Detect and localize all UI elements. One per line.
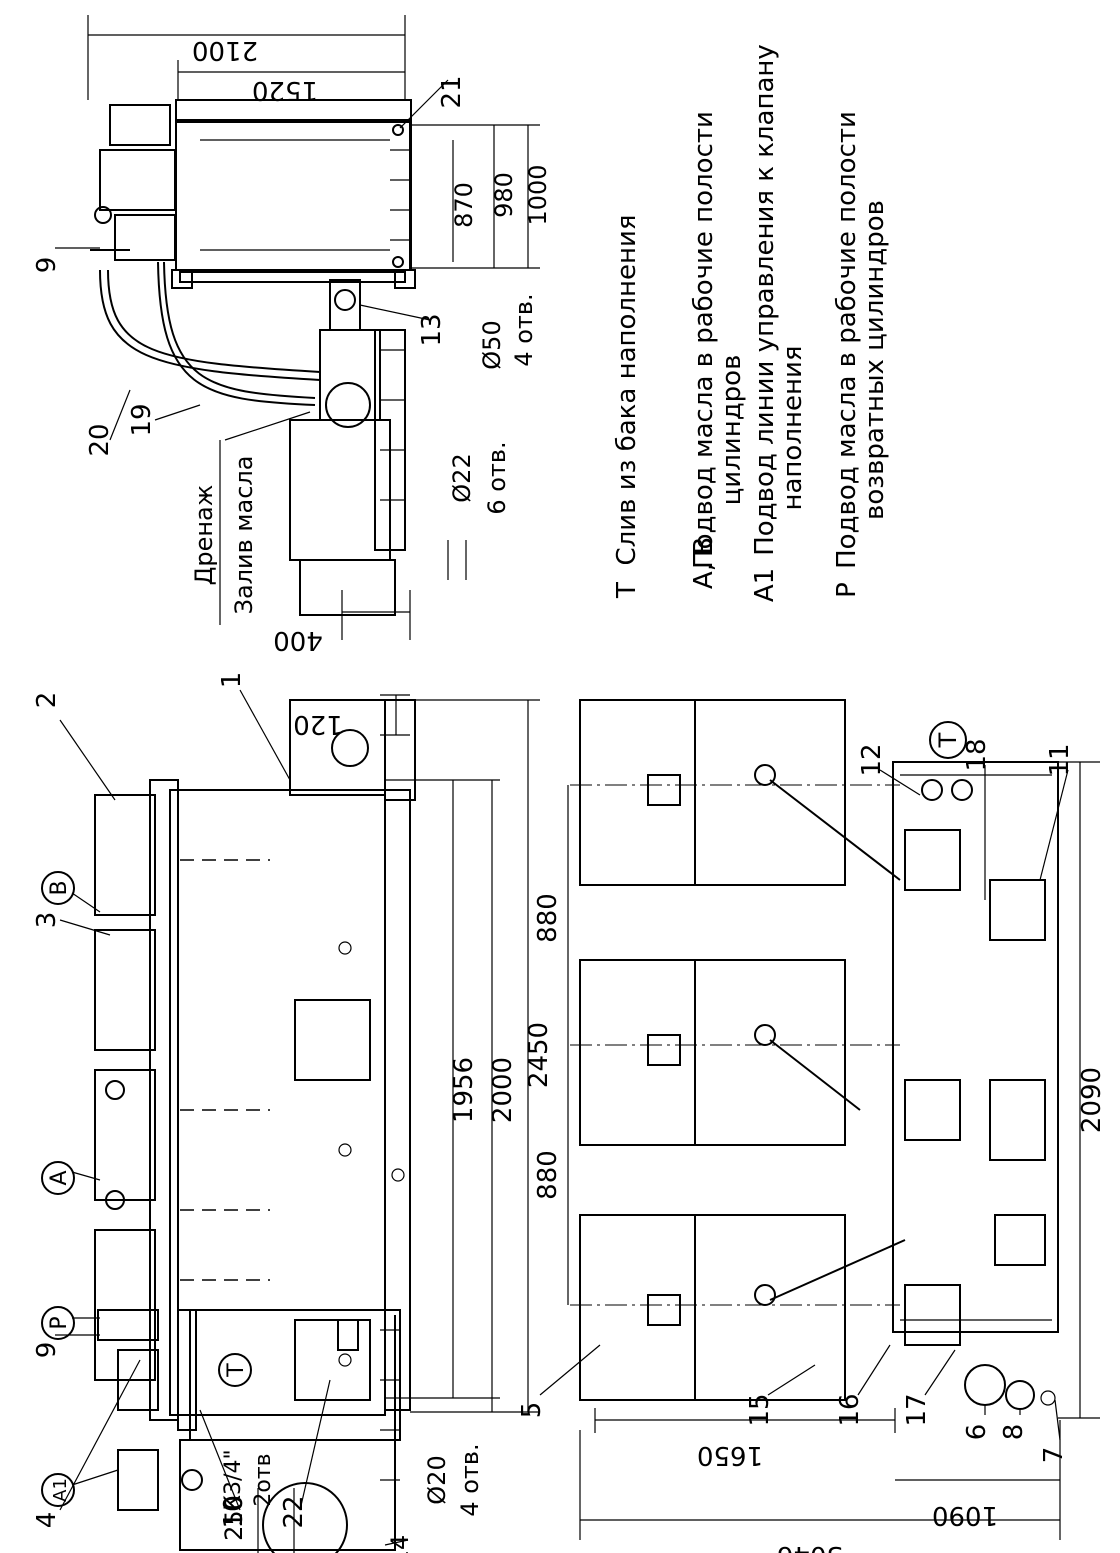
item-19: 19 (127, 403, 157, 436)
dim-2000: 2000 (488, 1057, 518, 1123)
item-3: 3 (32, 912, 62, 929)
legend-text-P-2: возвратных цилиндров (860, 200, 890, 520)
item-1: 1 (217, 672, 247, 689)
motor-unit-1 (579, 699, 846, 886)
dim-2450: 2450 (524, 1022, 554, 1088)
dim-1520: 1520 (252, 75, 318, 105)
legend-text-T-1: Слив из бака наполнения (612, 214, 642, 565)
legend-code-P: Р (832, 582, 862, 598)
port-A: A (47, 1170, 72, 1185)
legend-text-A1-2: наполнения (778, 346, 808, 511)
dim-phi22-count: 6 отв. (483, 441, 511, 514)
port-T-end: T (224, 1363, 249, 1378)
dim-880-right: 880 (533, 893, 563, 943)
legend-text-AB-2: цилиндров (717, 355, 747, 506)
dim-120: 120 (293, 709, 343, 739)
dim-2100: 2100 (192, 35, 258, 65)
view-side-top: 2100 1520 870 980 1000 400 Ø50 4 отв. Ø2… (32, 15, 552, 655)
item-18: 18 (962, 738, 992, 771)
legend-code-A1: А1 (750, 568, 780, 602)
legend-text-A1-1: Подвод линии управления к клапану (750, 44, 780, 556)
legend-code-AB: А, В (689, 537, 719, 589)
dim-980: 980 (490, 172, 518, 218)
label-drain: Дренаж (190, 485, 218, 586)
dim-3046: 3046 (777, 1540, 843, 1553)
dim-phi20: Ø20 (423, 1455, 451, 1504)
legend-text-AB-1: Подвод масла в рабочие полости (689, 111, 719, 569)
item-9-bottom: 9 (32, 1342, 62, 1359)
item-20: 20 (85, 423, 115, 456)
dim-phi20-count: 4 отв. (456, 1443, 484, 1516)
dim-1000: 1000 (524, 164, 552, 225)
legend-code-T: Т (612, 582, 642, 599)
dim-phi50-count: 4 отв. (510, 293, 538, 366)
dim-phi50: Ø50 (478, 320, 506, 369)
dim-250: 250 (220, 1495, 248, 1541)
legend-text-P-1: Подвод масла в рабочие полости (832, 111, 862, 569)
dim-1650: 1650 (697, 1440, 763, 1470)
item-8: 8 (999, 1424, 1029, 1441)
item-12: 12 (857, 743, 887, 776)
view-plan: 880 880 2090 1650 1090 3046 5 15 16 17 6… (517, 699, 1107, 1553)
dim-2090: 2090 (1077, 1067, 1107, 1133)
item-6: 6 (962, 1424, 992, 1441)
port-A1: A1 (50, 1478, 71, 1502)
view-end: 250 К3/4" 2отв 9 14 T A1 (32, 1309, 414, 1553)
port-B: B (47, 880, 72, 895)
dim-1090: 1090 (932, 1500, 998, 1530)
item-4: 4 (32, 1512, 62, 1529)
dim-880-left: 880 (533, 1150, 563, 1200)
item-9-top: 9 (32, 257, 62, 274)
item-13: 13 (417, 313, 447, 346)
dim-k34-count: 2отв (251, 1453, 276, 1506)
item-5: 5 (517, 1402, 547, 1419)
legend: Т Слив из бака наполнения А, В Подвод ма… (612, 44, 890, 602)
view-front: 120 1956 2000 2450 Ø20 4 отв. 2 1 3 4 10… (32, 672, 554, 1529)
label-oil-fill: Залив масла (230, 456, 258, 615)
motor-unit-3 (579, 1214, 846, 1401)
motor-unit-2 (579, 959, 846, 1146)
item-10: 10 (219, 1495, 249, 1528)
port-T-plan: T (934, 732, 962, 748)
item-14: 14 (386, 1535, 414, 1553)
dim-k34: К3/4" (221, 1449, 246, 1510)
item-21: 21 (437, 75, 467, 108)
item-2: 2 (32, 692, 62, 709)
item-7: 7 (1039, 1447, 1069, 1464)
dim-phi22: Ø22 (448, 453, 476, 502)
item-16: 16 (835, 1393, 865, 1426)
dim-870: 870 (450, 182, 478, 228)
dim-400: 400 (273, 625, 323, 655)
item-15: 15 (745, 1393, 775, 1426)
item-17: 17 (902, 1393, 932, 1426)
dim-1956: 1956 (449, 1057, 479, 1123)
port-P: P (47, 1316, 72, 1329)
item-11: 11 (1045, 743, 1075, 776)
